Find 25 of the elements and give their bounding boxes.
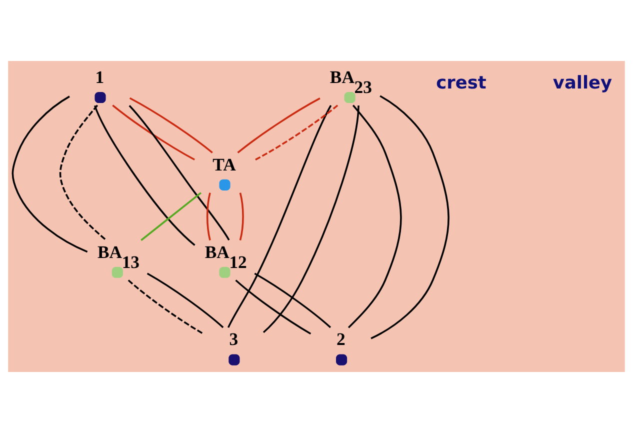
connector xyxy=(129,96,213,153)
connector xyxy=(239,192,244,240)
connector xyxy=(227,104,332,328)
connector xyxy=(94,104,196,246)
connector xyxy=(128,279,204,334)
node-label: TA xyxy=(212,154,236,174)
node-label: 3 xyxy=(229,328,238,349)
label: valley xyxy=(552,72,612,93)
connector xyxy=(235,279,312,334)
label: crest xyxy=(436,72,486,93)
connector xyxy=(128,104,230,240)
connector xyxy=(12,95,88,252)
node-label: 1 xyxy=(95,66,104,86)
connector xyxy=(254,272,332,328)
connector xyxy=(140,192,202,240)
connector xyxy=(146,272,224,328)
connector xyxy=(206,192,211,240)
node-label: 2 xyxy=(336,328,346,349)
connector xyxy=(112,104,195,160)
connector xyxy=(237,97,320,153)
connector xyxy=(348,104,402,328)
connector xyxy=(262,104,360,333)
connector xyxy=(254,104,338,160)
connector xyxy=(370,94,450,339)
connector xyxy=(59,104,107,240)
